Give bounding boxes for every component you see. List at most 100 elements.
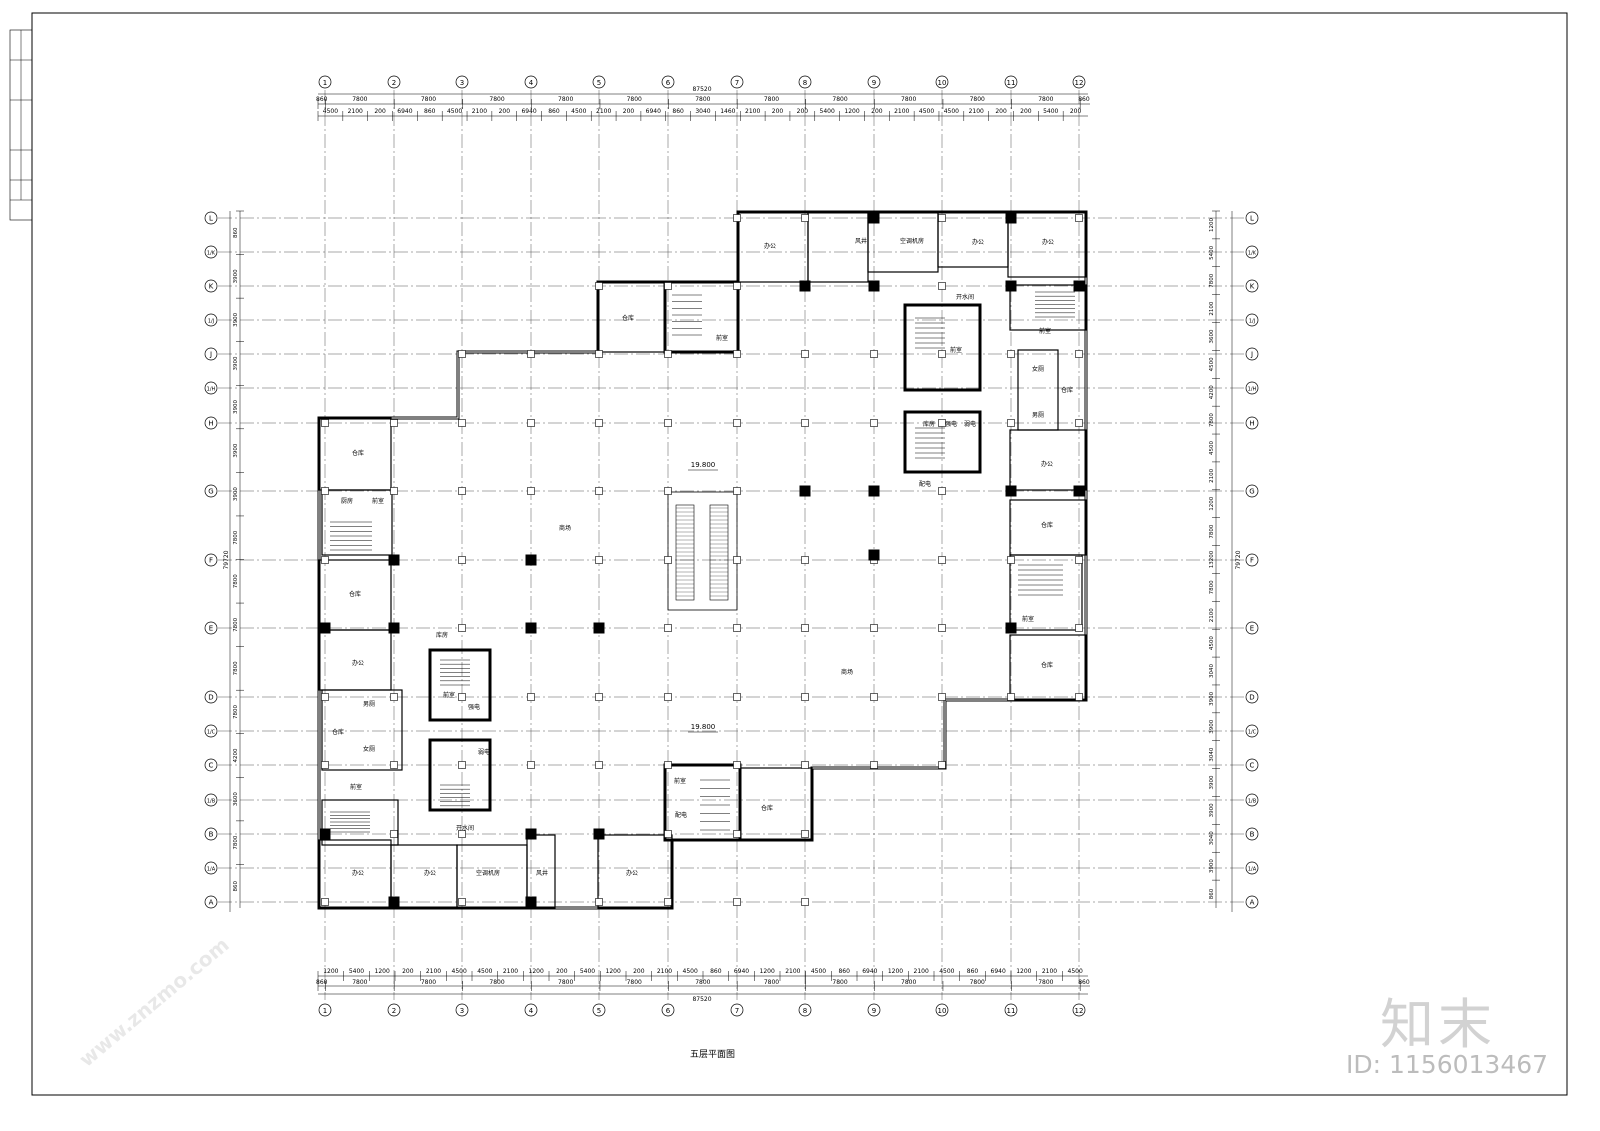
- room-label: 办公: [424, 869, 436, 877]
- axis-bubble: [204, 484, 218, 498]
- dimension-text: 860: [233, 880, 239, 891]
- column: [664, 624, 672, 632]
- column: [458, 350, 466, 358]
- axis-label: 1/C: [207, 730, 216, 736]
- dimension-text: 7800: [1209, 273, 1215, 287]
- column: [321, 487, 329, 495]
- room-label: 仓库: [1041, 661, 1053, 669]
- axis-bubble: [592, 1003, 606, 1017]
- dimension-text: 2100: [969, 108, 984, 115]
- column: [458, 624, 466, 632]
- dimension-text: 860: [1078, 96, 1090, 103]
- dimension-text: 1200: [888, 968, 903, 975]
- column: [801, 214, 809, 222]
- dimension-text: 6940: [862, 968, 877, 975]
- structural-column: [388, 622, 400, 634]
- axis-bubble: [1245, 211, 1259, 225]
- room-label: 风井: [855, 237, 867, 245]
- dimension-text: 3900: [1209, 775, 1215, 789]
- axis-label: C: [1250, 762, 1255, 770]
- room-label: 办公: [972, 238, 984, 246]
- dimension-text: 860: [233, 227, 239, 238]
- column: [595, 556, 603, 564]
- dimension-text: 7800: [489, 96, 504, 103]
- room-label: 仓库: [761, 804, 773, 812]
- axis-bubble: [204, 621, 218, 635]
- room-storage: [1009, 634, 1087, 701]
- axis-bubble: [1004, 75, 1018, 89]
- column: [1007, 419, 1015, 427]
- dimension-text: 200: [402, 968, 414, 975]
- structural-column: [868, 212, 880, 224]
- dimension-text: 5400: [820, 108, 835, 115]
- dimension-text: 1200: [375, 968, 390, 975]
- structural-column: [525, 828, 537, 840]
- axis-bubble: [204, 279, 218, 293]
- axis-bubble: [730, 1003, 744, 1017]
- room-label: 空调机房: [476, 869, 500, 877]
- column: [390, 830, 398, 838]
- dimension-text: 4500: [1068, 968, 1083, 975]
- dimension-text: 1200: [760, 968, 775, 975]
- escalator: [709, 504, 729, 601]
- stair-core: [663, 763, 742, 842]
- column: [664, 419, 672, 427]
- axis-bubble: [455, 75, 469, 89]
- column: [1007, 556, 1015, 564]
- axis-label: 11: [1007, 1007, 1016, 1015]
- dimension-text: 200: [995, 108, 1007, 115]
- axis-label: 4: [529, 79, 534, 87]
- structural-column: [388, 554, 400, 566]
- room-label: 前室: [716, 334, 728, 342]
- dimension-text: 1460: [720, 108, 735, 115]
- axis-bubble: [204, 381, 218, 395]
- column: [801, 830, 809, 838]
- dimension-text: 200: [633, 968, 645, 975]
- column: [595, 419, 603, 427]
- axis-bubble: [592, 75, 606, 89]
- axis-label: 3: [460, 1007, 464, 1015]
- room-label: 前室: [443, 691, 455, 699]
- column: [733, 556, 741, 564]
- column: [321, 693, 329, 701]
- dimension-text: 7800: [1209, 580, 1215, 594]
- axis-label: 2: [392, 1007, 396, 1015]
- dimension-text: 2100: [1209, 468, 1215, 482]
- dimension-text: 7800: [233, 530, 239, 544]
- room-label: 仓库: [1041, 521, 1053, 529]
- column: [938, 693, 946, 701]
- column: [458, 693, 466, 701]
- axis-label: 10: [938, 79, 947, 87]
- column: [801, 761, 809, 769]
- axis-label: 7: [735, 1007, 739, 1015]
- column: [733, 214, 741, 222]
- room-label: 前室: [1039, 327, 1051, 335]
- column: [1075, 624, 1083, 632]
- axis-label: 1/B: [207, 799, 216, 805]
- dimension-text: 6940: [397, 108, 412, 115]
- dimension-text: 860: [316, 979, 328, 986]
- column: [733, 761, 741, 769]
- dimension-text: 1200: [323, 968, 338, 975]
- column: [870, 350, 878, 358]
- axis-label: 7: [735, 79, 739, 87]
- axis-bubble: [1245, 827, 1259, 841]
- axis-label: H: [1249, 420, 1254, 428]
- dimension-text: 7800: [421, 96, 436, 103]
- dimension-text: 7800: [627, 979, 642, 986]
- column: [1007, 350, 1015, 358]
- axis-label: F: [209, 557, 213, 565]
- axis-label: J: [1250, 351, 1253, 359]
- axis-bubble: [1245, 895, 1259, 909]
- axis-bubble: [1072, 1003, 1086, 1017]
- axis-bubble: [204, 553, 218, 567]
- structural-column: [799, 280, 811, 292]
- axis-label: 6: [666, 79, 671, 87]
- column: [321, 761, 329, 769]
- room-label: 仓库: [349, 590, 361, 598]
- dimension-text: 200: [499, 108, 511, 115]
- room-label: 库房: [436, 631, 448, 639]
- column: [733, 350, 741, 358]
- axis-label: A: [209, 899, 214, 907]
